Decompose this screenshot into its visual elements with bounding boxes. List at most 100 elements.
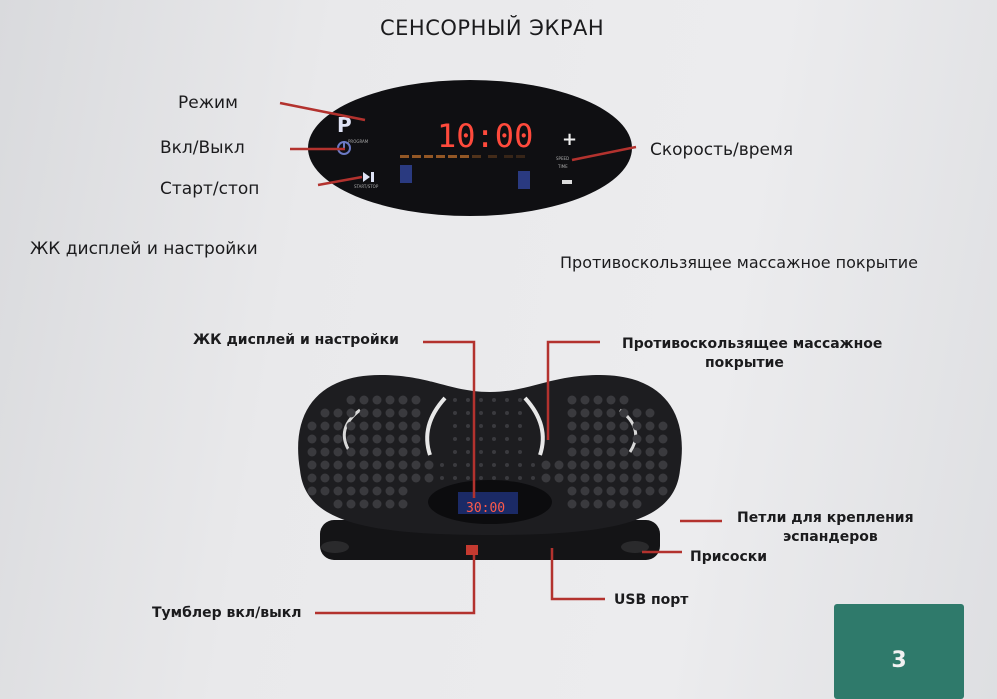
massage-nub — [333, 434, 343, 444]
massage-nub — [359, 486, 369, 496]
massage-nub — [492, 424, 496, 428]
massage-nub — [505, 476, 509, 480]
page-number: 3 — [891, 648, 907, 673]
massage-nub — [593, 473, 603, 483]
massage-nub — [580, 434, 590, 444]
massage-nub — [346, 486, 356, 496]
device-label-suction: Присоски — [690, 549, 768, 565]
massage-nub — [479, 424, 483, 428]
vibration-plate-illustration: 30:00 — [298, 375, 682, 560]
massage-nub — [619, 408, 629, 418]
massage-nub — [359, 408, 369, 418]
label-start-stop: Старт/стоп — [160, 179, 260, 199]
massage-nub — [593, 499, 603, 509]
massage-nub — [645, 460, 655, 470]
massage-nub — [359, 473, 369, 483]
massage-nub — [320, 486, 330, 496]
massage-nub — [619, 486, 629, 496]
massage-nub — [411, 421, 421, 431]
massage-nub — [398, 486, 408, 496]
massage-nub — [398, 447, 408, 457]
massage-nub — [398, 460, 408, 470]
massage-nub — [505, 450, 509, 454]
massage-nub — [453, 437, 457, 441]
power-toggle — [466, 545, 478, 555]
massage-nub — [411, 408, 421, 418]
massage-nub — [479, 463, 483, 467]
label-anti-slip: Противоскользящее массажное покрытие — [560, 253, 918, 272]
massage-nub — [518, 476, 522, 480]
massage-nub — [333, 473, 343, 483]
massage-nub — [466, 476, 470, 480]
massage-nub — [307, 421, 317, 431]
massage-nub — [492, 450, 496, 454]
massage-nub — [372, 434, 382, 444]
massage-nub — [385, 434, 395, 444]
massage-nub — [411, 460, 421, 470]
massage-nub — [346, 421, 356, 431]
massage-nub — [320, 473, 330, 483]
massage-nub — [372, 499, 382, 509]
massage-nub — [479, 476, 483, 480]
massage-nub — [346, 499, 356, 509]
massage-nub — [606, 421, 616, 431]
massage-nub — [359, 499, 369, 509]
massage-nub — [359, 434, 369, 444]
massage-nub — [645, 473, 655, 483]
massage-nub — [385, 395, 395, 405]
massage-nub — [658, 486, 668, 496]
massage-nub — [518, 424, 522, 428]
massage-nub — [632, 499, 642, 509]
massage-nub — [440, 476, 444, 480]
massage-nub — [580, 473, 590, 483]
massage-nub — [554, 460, 564, 470]
minus-icon — [562, 180, 572, 184]
massage-nub — [593, 421, 603, 431]
massage-nub — [492, 437, 496, 441]
massage-nub — [505, 463, 509, 467]
massage-nub — [567, 486, 577, 496]
massage-nub — [372, 486, 382, 496]
massage-nub — [580, 486, 590, 496]
device-label-lcd: ЖК дисплей и настройки — [193, 332, 399, 348]
massage-nub — [619, 421, 629, 431]
level-bar — [400, 155, 525, 158]
plus-icon: + — [562, 129, 577, 150]
massage-nub — [632, 473, 642, 483]
massage-nub — [632, 408, 642, 418]
program-icon: P — [337, 113, 352, 137]
massage-nub — [307, 434, 317, 444]
massage-nub — [466, 450, 470, 454]
massage-nub — [346, 473, 356, 483]
massage-nub — [333, 460, 343, 470]
massage-nub — [632, 421, 642, 431]
massage-nub — [567, 434, 577, 444]
device-label-loops-2: эспандеров — [783, 529, 878, 545]
massage-nub — [632, 460, 642, 470]
massage-nub — [567, 447, 577, 457]
massage-nub — [567, 421, 577, 431]
massage-nub — [398, 499, 408, 509]
massage-nub — [320, 408, 330, 418]
massage-nub — [320, 447, 330, 457]
massage-nub — [580, 460, 590, 470]
svg-text:SPEED: SPEED — [556, 156, 569, 161]
massage-nub — [492, 476, 496, 480]
massage-nub — [479, 398, 483, 402]
massage-nub — [385, 421, 395, 431]
massage-nub — [320, 460, 330, 470]
massage-nub — [385, 486, 395, 496]
massage-nub — [453, 450, 457, 454]
massage-nub — [658, 421, 668, 431]
massage-nub — [658, 460, 668, 470]
massage-nub — [541, 473, 551, 483]
massage-nub — [492, 463, 496, 467]
leader-lines — [279, 101, 722, 615]
massage-nub — [453, 476, 457, 480]
massage-nub — [593, 486, 603, 496]
massage-nub — [346, 395, 356, 405]
massage-nub — [424, 460, 434, 470]
massage-nub — [619, 473, 629, 483]
massage-nub — [307, 460, 317, 470]
